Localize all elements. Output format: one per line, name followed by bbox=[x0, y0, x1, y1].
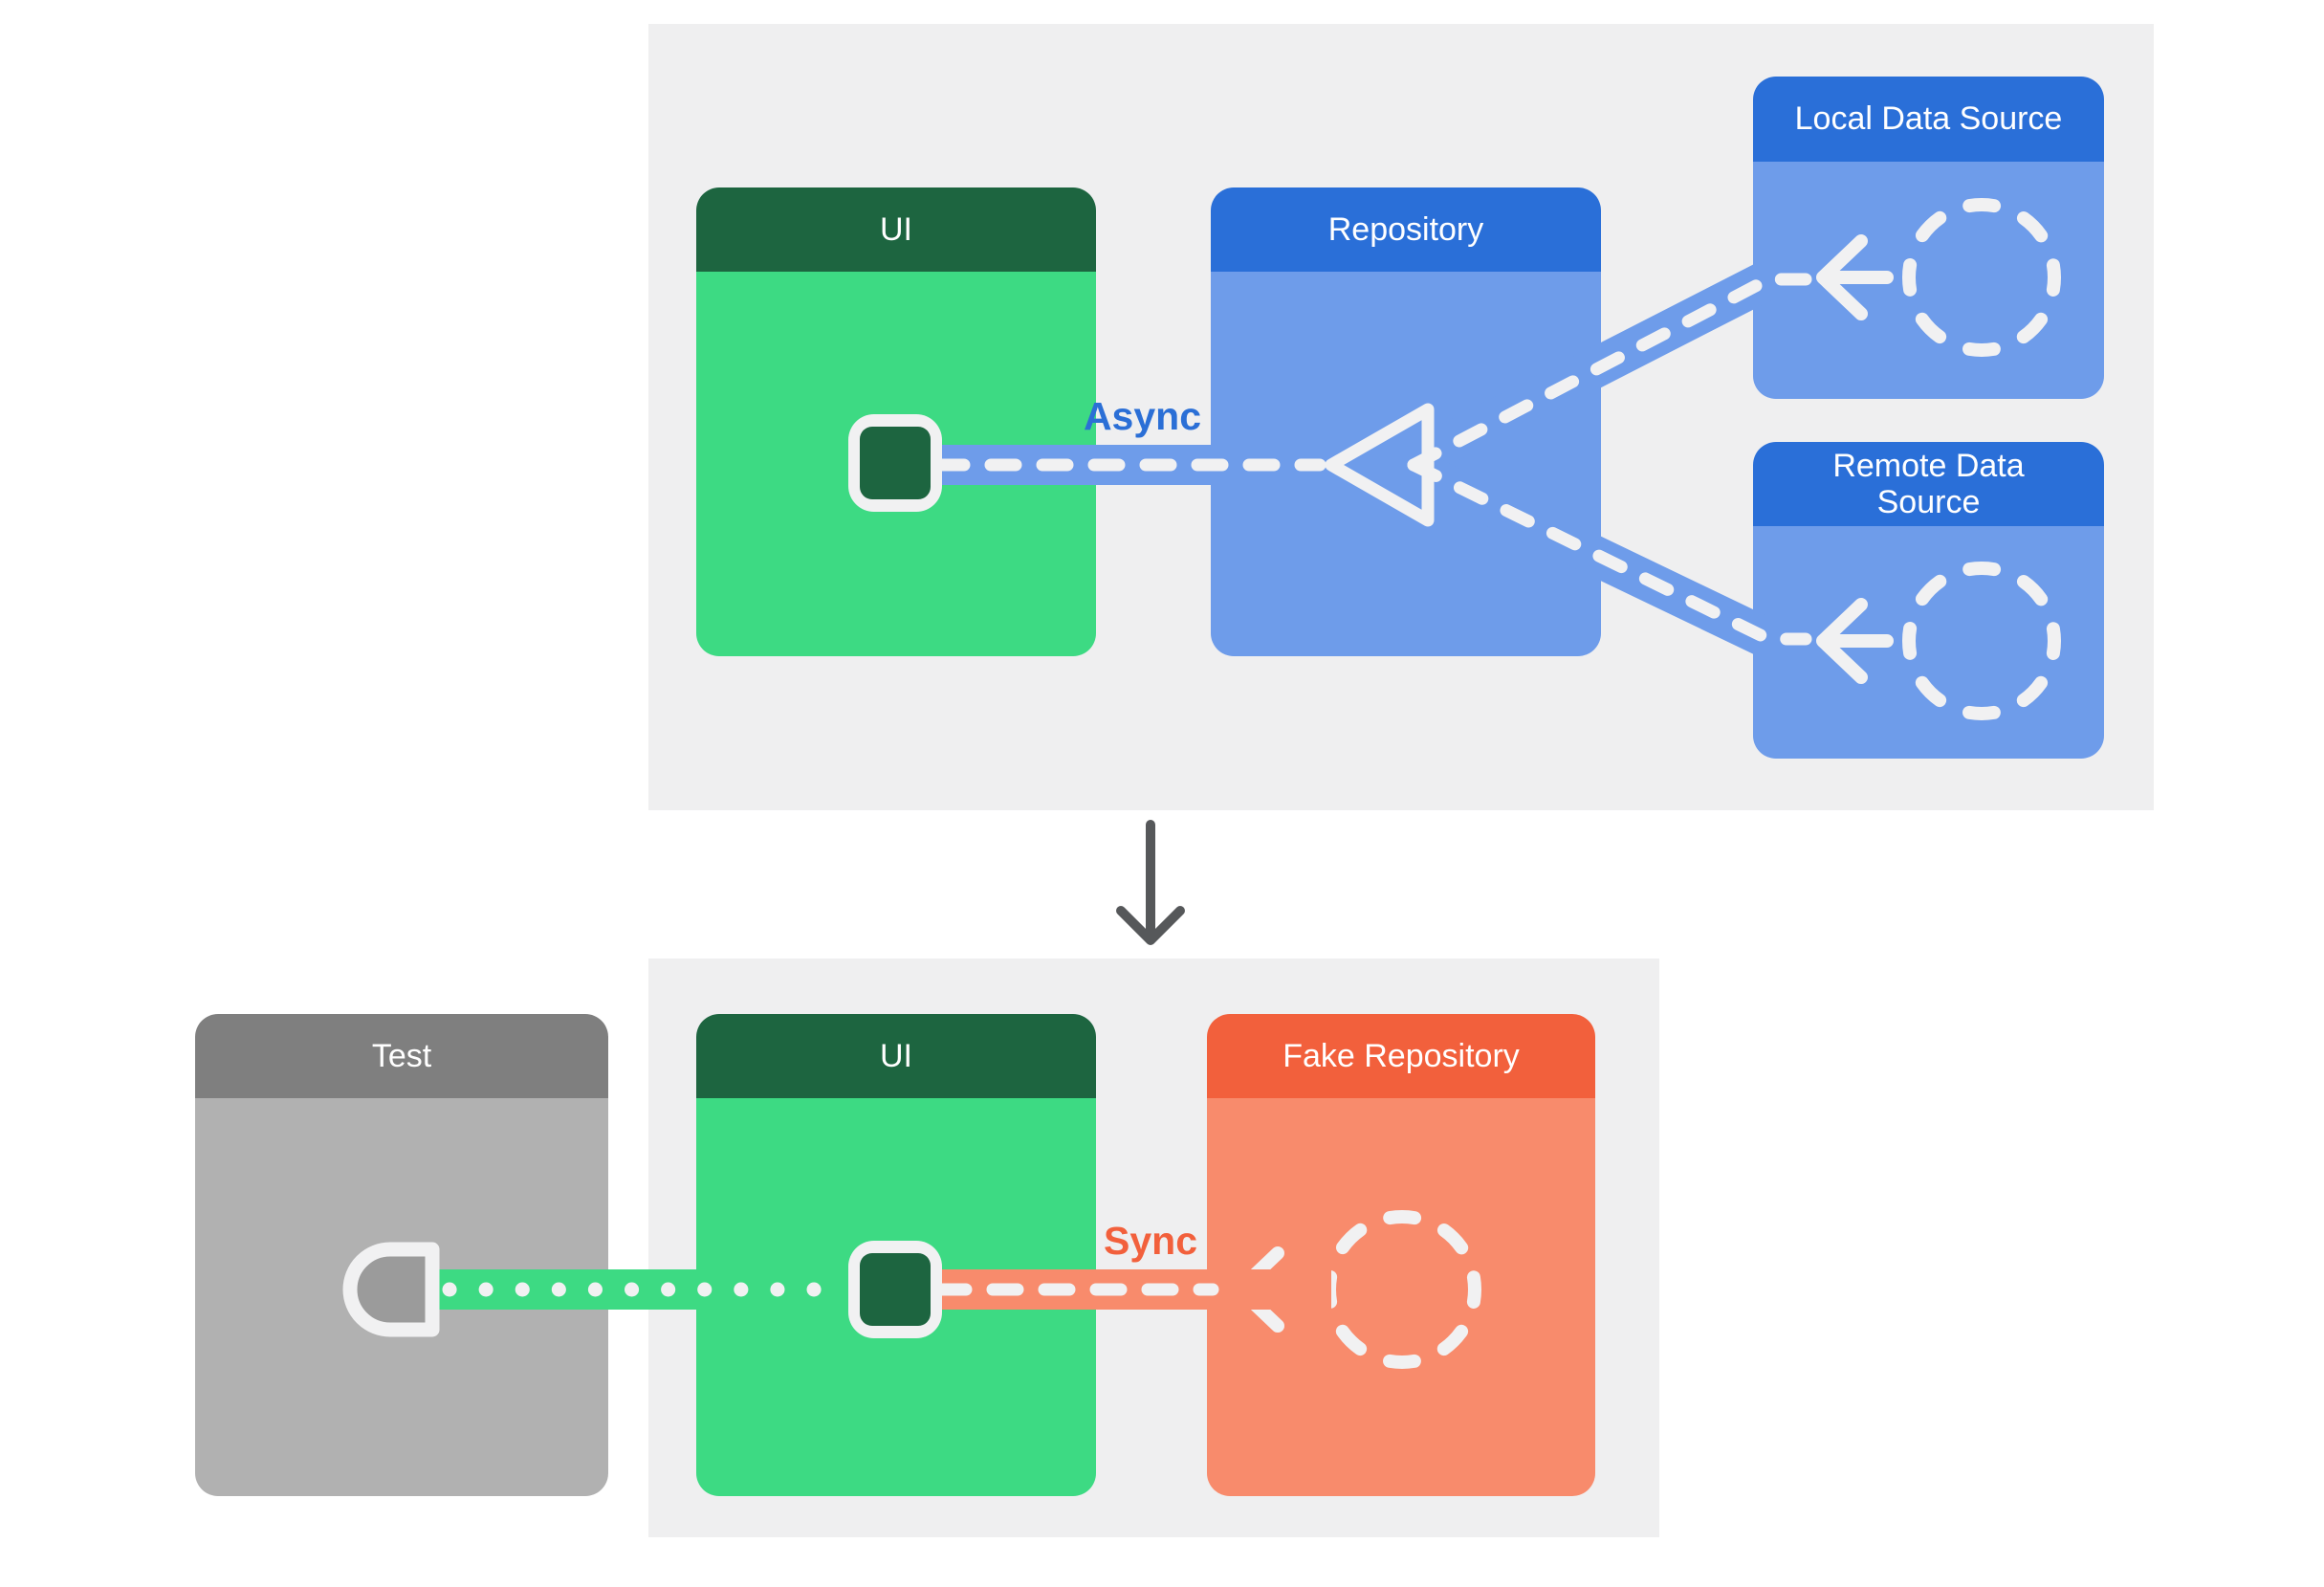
repository-box-title: Repository bbox=[1327, 210, 1484, 248]
local-data-source-header: Local Data Source bbox=[1753, 77, 2104, 162]
fake-repository-body bbox=[1207, 1098, 1595, 1496]
ui-element-icon-inner bbox=[860, 1253, 931, 1326]
ui-element-icon bbox=[848, 414, 942, 512]
section-transition-down-arrow-icon bbox=[1116, 820, 1185, 945]
ui-box-header: UI bbox=[696, 187, 1096, 272]
remote-data-source-box: Remote Data Source bbox=[1753, 442, 2104, 759]
ui-box-title: UI bbox=[880, 210, 912, 248]
sync-label: Sync bbox=[1104, 1219, 1197, 1263]
local-data-source-box: Local Data Source bbox=[1753, 77, 2104, 399]
repository-box-body bbox=[1211, 272, 1601, 656]
local-data-source-title: Local Data Source bbox=[1794, 100, 2063, 138]
fake-repository-box: Fake Repository bbox=[1207, 1014, 1595, 1496]
test-box-body bbox=[195, 1098, 608, 1496]
fake-repository-header: Fake Repository bbox=[1207, 1014, 1595, 1098]
local-data-source-body bbox=[1753, 162, 2104, 399]
remote-data-source-title: Remote Data Source bbox=[1832, 447, 2025, 520]
test-box-title: Test bbox=[371, 1037, 432, 1074]
ui-box-title: UI bbox=[880, 1037, 912, 1074]
repository-box-header: Repository bbox=[1211, 187, 1601, 272]
test-box: Test bbox=[195, 1014, 608, 1496]
async-label: Async bbox=[1083, 394, 1201, 438]
remote-data-source-header: Remote Data Source bbox=[1753, 442, 2104, 526]
repository-box: Repository bbox=[1211, 187, 1601, 656]
ui-element-icon-inner bbox=[860, 427, 931, 499]
fake-repository-title: Fake Repository bbox=[1283, 1037, 1520, 1074]
ui-box-header: UI bbox=[696, 1014, 1096, 1098]
remote-data-source-body bbox=[1753, 526, 2104, 759]
ui-element-icon bbox=[848, 1241, 942, 1338]
test-box-header: Test bbox=[195, 1014, 608, 1098]
